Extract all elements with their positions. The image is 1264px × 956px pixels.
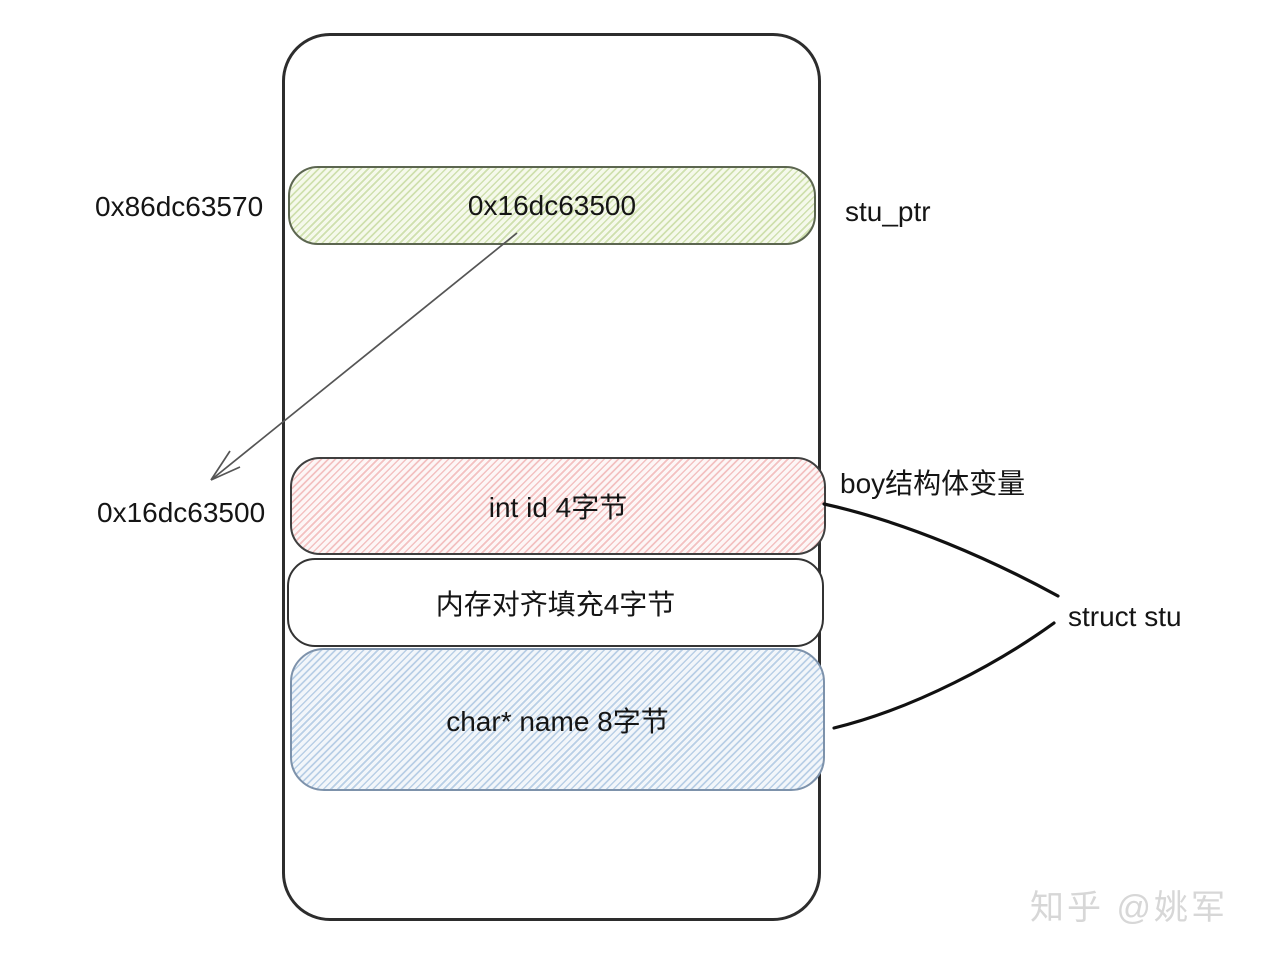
struct-row-char-name-label: char* name 8字节 (446, 705, 669, 737)
pointer-name-label: stu_ptr (845, 196, 931, 227)
watermark: 知乎 @姚军 (1030, 889, 1228, 927)
struct-row-padding: 内存对齐填充4字节 (287, 558, 824, 647)
address-label-struct: 0x16dc63500 (97, 497, 266, 528)
pointer-arrowhead-icon (210, 450, 241, 481)
struct-type-label: struct stu (1068, 601, 1182, 632)
struct-row-padding-label: 内存对齐填充4字节 (435, 588, 676, 620)
address-label-stu-ptr: 0x86dc63570 (95, 191, 264, 222)
struct-row-int-id: int id 4字节 (290, 457, 826, 555)
struct-row-char-name: char* name 8字节 (290, 648, 825, 791)
brace-top-curve (822, 502, 1060, 598)
stu-ptr-cell: 0x16dc63500 (288, 166, 816, 245)
struct-row-int-id-label: int id 4字节 (488, 492, 628, 523)
stu-ptr-cell-value: 0x16dc63500 (467, 189, 637, 221)
struct-variable-label: boy结构体变量 (840, 468, 1026, 499)
brace-bottom-curve (832, 621, 1056, 730)
